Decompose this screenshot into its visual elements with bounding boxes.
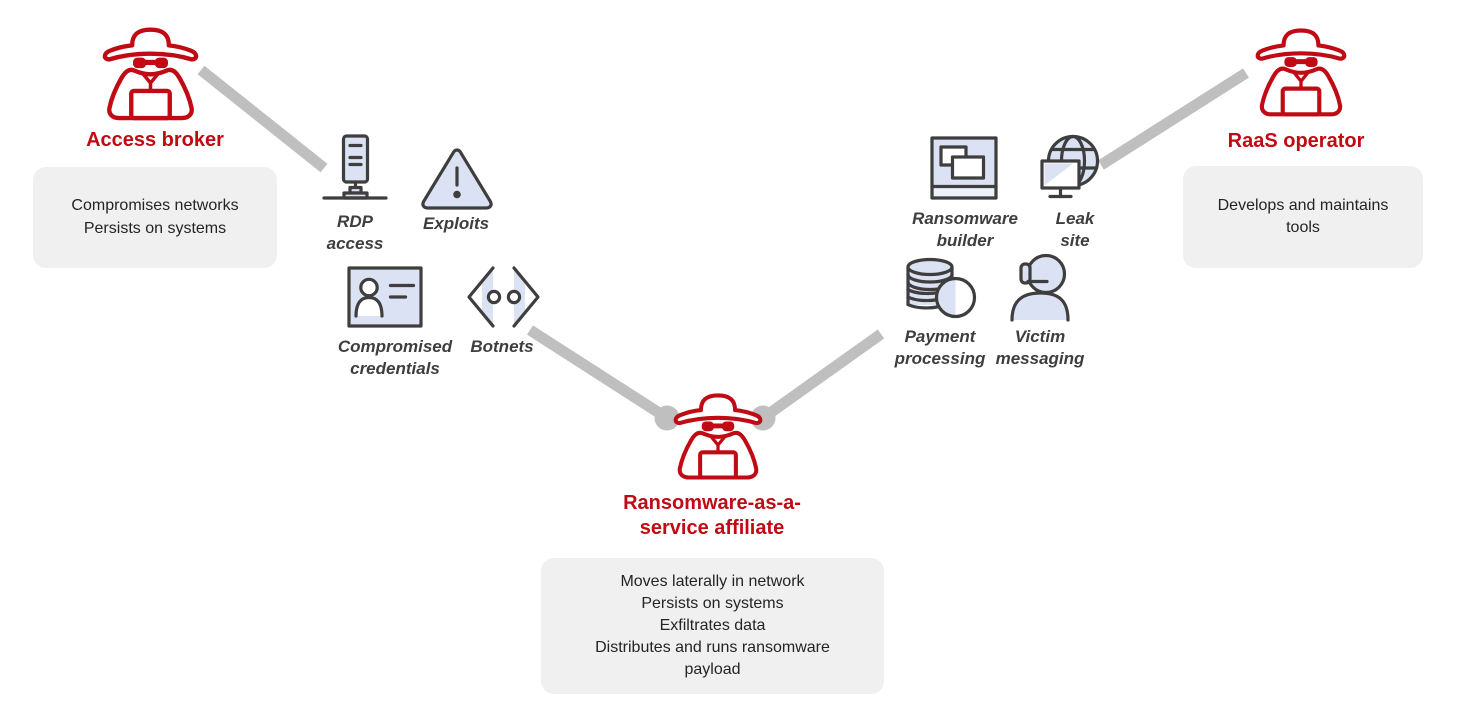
payment-processing-label: Payment processing xyxy=(860,326,1020,369)
warning-triangle-icon xyxy=(421,148,493,210)
connector-broker-to-tools xyxy=(197,65,328,173)
ransomware-builder-label: Ransomware builder xyxy=(885,208,1045,251)
rdp-access-label: RDP access xyxy=(295,211,415,254)
app-window-icon xyxy=(930,136,998,200)
tool-label-line: messaging xyxy=(995,348,1085,368)
spy-icon xyxy=(98,27,203,125)
access-broker-label: Access broker xyxy=(86,129,224,151)
note-line: Distributes and runs ransomware xyxy=(595,639,830,656)
note-line: Persists on systems xyxy=(641,595,784,612)
note-line: Persists on systems xyxy=(83,219,227,237)
victim-messaging-label: Victim messaging xyxy=(960,326,1120,369)
tool-label-line: Victim xyxy=(1014,327,1066,346)
raas-operator-label: RaaS operator xyxy=(1227,130,1365,152)
spy-icon xyxy=(669,393,767,484)
tool-label-line: credentials xyxy=(350,358,440,378)
access-broker-note: Compromises networks Persists on systems xyxy=(33,167,277,268)
note-line: Develops and maintains xyxy=(1217,196,1389,214)
tool-label-line: access xyxy=(326,233,384,253)
tool-label-line: processing xyxy=(894,348,986,368)
note-line: tools xyxy=(1286,219,1320,236)
chevrons-nodes-icon xyxy=(467,266,540,328)
leak-site-label: Leak site xyxy=(1015,208,1135,251)
connector-tools-to-operator xyxy=(1098,68,1249,170)
coins-icon xyxy=(906,257,977,319)
note-line: Exfiltrates data xyxy=(659,617,766,634)
connector-endpoint-left xyxy=(654,405,680,431)
connector-tools-to-affiliate-left xyxy=(527,325,670,423)
tool-label-line: RDP xyxy=(337,212,373,231)
note-line: Moves laterally in network xyxy=(620,573,805,590)
globe-monitor-icon xyxy=(1040,134,1100,199)
compromised-credentials-label: Compromised credentials xyxy=(315,336,475,379)
tool-label-line: Exploits xyxy=(422,214,490,233)
tool-label-line: Leak xyxy=(1055,209,1095,228)
affiliate-label-line: Ransomware-as-a- xyxy=(623,492,801,514)
note-line: payload xyxy=(684,661,741,678)
connector-affiliate-to-tools-right xyxy=(759,329,885,423)
support-person-icon xyxy=(1010,253,1070,322)
affiliate-label-line: service affiliate xyxy=(639,517,785,539)
raas-operator-note: Develops and maintains tools xyxy=(1183,166,1423,268)
tool-label-line: Ransomware xyxy=(912,209,1018,228)
spy-icon xyxy=(1251,28,1351,121)
tool-label-line: site xyxy=(1060,230,1090,250)
tool-label-line: Payment xyxy=(904,327,976,346)
id-card-icon xyxy=(347,266,423,328)
exploits-label: Exploits xyxy=(396,213,516,235)
affiliate-label: Ransomware-as-a- service affiliate xyxy=(562,491,862,541)
tool-label-line: Botnets xyxy=(470,337,534,356)
note-line: Compromises networks xyxy=(71,197,239,214)
server-icon xyxy=(322,134,388,200)
tool-label-line: Compromised xyxy=(337,337,453,356)
affiliate-note: Moves laterally in network Persists on s… xyxy=(541,558,884,694)
botnets-label: Botnets xyxy=(442,336,562,358)
tool-label-line: builder xyxy=(936,230,994,250)
